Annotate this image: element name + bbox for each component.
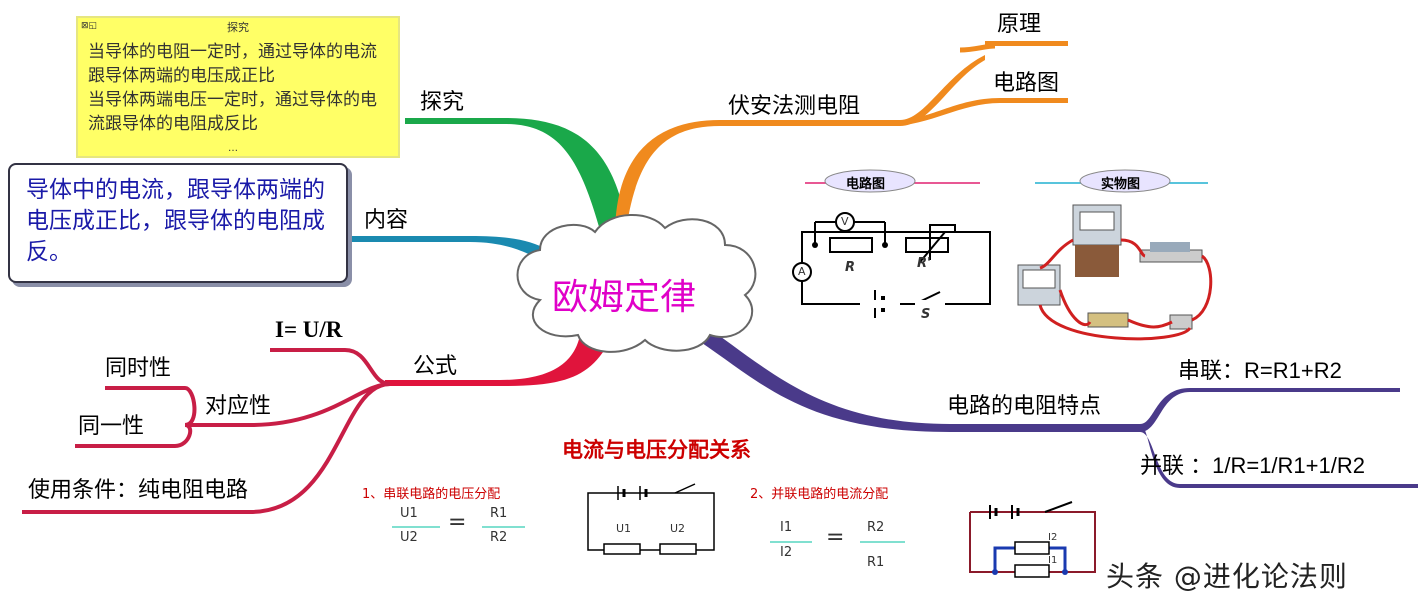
parallel-dist-circuit: [969, 511, 1096, 573]
i2-denominator: I2: [780, 545, 793, 560]
branch-formula: [385, 335, 610, 386]
circuit-i1: I1: [1048, 555, 1058, 566]
content-label: 内容: [364, 208, 409, 233]
circuit-u2: U2: [670, 522, 686, 535]
content-box: 导体中的电流，跟导体两端的电压成正比，跟导体的电阻成反。: [8, 163, 348, 283]
diagram-label: 电路图: [993, 71, 1060, 96]
correspondence-label: 对应性: [205, 394, 272, 419]
series-dist-circuit: [587, 483, 715, 555]
r2-denominator: R2: [490, 530, 508, 545]
circuit-diagram: [801, 221, 991, 305]
note-line-2: 当导体两端电压一定时，通过导体的电流跟导体的电阻成反比: [88, 90, 377, 134]
series-equals: =: [448, 510, 467, 535]
switch-label: S: [921, 307, 931, 322]
rprime-label: R': [917, 256, 931, 271]
parallel-label: 并联 ：1/R=1/R1+1/R2: [1140, 453, 1365, 478]
formula-equation: I= U/R: [275, 317, 343, 342]
condition-label: 使用条件：纯电阻电路: [28, 478, 249, 503]
branch-voltammetry: [615, 55, 985, 238]
explore-note[interactable]: ⊠◱ 探究 当导体的电阻一定时，通过导体的电流跟导体两端的电压成正比 当导体两端…: [76, 16, 400, 158]
series-caption: 1、串联电路的电压分配: [362, 487, 501, 502]
r-label: R: [845, 260, 856, 275]
parallel-switch: [989, 501, 1073, 519]
branch-series: [1140, 388, 1400, 432]
circuit-i2: I2: [1048, 532, 1058, 543]
branch-content: [348, 236, 548, 262]
note-body: 当导体的电阻一定时，通过导体的电流跟导体两端的电压成正比 当导体两端电压一定时，…: [88, 40, 393, 136]
voltammetry-label: 伏安法测电阻: [728, 94, 861, 119]
note-line-1: 当导体的电阻一定时，通过导体的电流跟导体两端的电压成正比: [88, 42, 377, 86]
parallel-caption: 2、并联电路的电流分配: [750, 487, 889, 502]
parallel-branch: [993, 541, 1067, 578]
r1-numerator: R1: [490, 506, 508, 521]
content-text: 导体中的电流，跟导体两端的电压成正比，跟导体的电阻成反。: [26, 177, 325, 265]
center-cloud: [516, 214, 757, 353]
physical-circuit-image: [1017, 204, 1213, 341]
resistance-label: 电路的电阻特点: [947, 394, 1102, 419]
branch-parallel: [1140, 424, 1418, 488]
i1-numerator: I1: [780, 520, 793, 535]
pill-lines: [805, 169, 1208, 193]
battery-switch: [860, 290, 945, 318]
series-label: 串联：R=R1+R2: [1178, 358, 1342, 383]
ammeter-symbol: [792, 262, 812, 282]
note-title: 探究: [227, 21, 249, 34]
circuit-pill-label: 电路图: [846, 177, 886, 192]
simultaneity-label: 同时性: [105, 356, 172, 381]
u1-numerator: U1: [400, 506, 418, 521]
identity-label: 同一性: [78, 414, 145, 439]
ammeter-label: A: [798, 265, 806, 278]
distribution-hlines: [392, 526, 905, 543]
explore-label: 探究: [420, 90, 465, 115]
voltmeter-symbol: [835, 212, 855, 232]
circuit-u1: U1: [616, 522, 632, 535]
principle-label: 原理: [997, 12, 1042, 37]
r2-numerator: R2: [867, 520, 885, 535]
note-more: …: [228, 143, 238, 154]
branch-principle: [985, 41, 1068, 46]
branch-resistance: [690, 322, 1140, 432]
formula-label: 公式: [413, 354, 458, 379]
center-title: 欧姆定律: [552, 277, 697, 318]
note-window-icons[interactable]: ⊠◱: [81, 21, 98, 31]
voltmeter-label: V: [841, 215, 849, 228]
formula-sub-branches: [22, 348, 391, 514]
branch-diagram: [890, 98, 1068, 126]
parallel-equals: =: [826, 525, 845, 550]
watermark: 头条 @进化论法则: [1106, 560, 1348, 593]
u2-denominator: U2: [400, 530, 418, 545]
physical-pill-label: 实物图: [1101, 177, 1141, 192]
branch-explore: [405, 118, 628, 232]
r1-denominator: R1: [867, 555, 885, 570]
distribution-title: 电流与电压分配关系: [562, 438, 751, 462]
